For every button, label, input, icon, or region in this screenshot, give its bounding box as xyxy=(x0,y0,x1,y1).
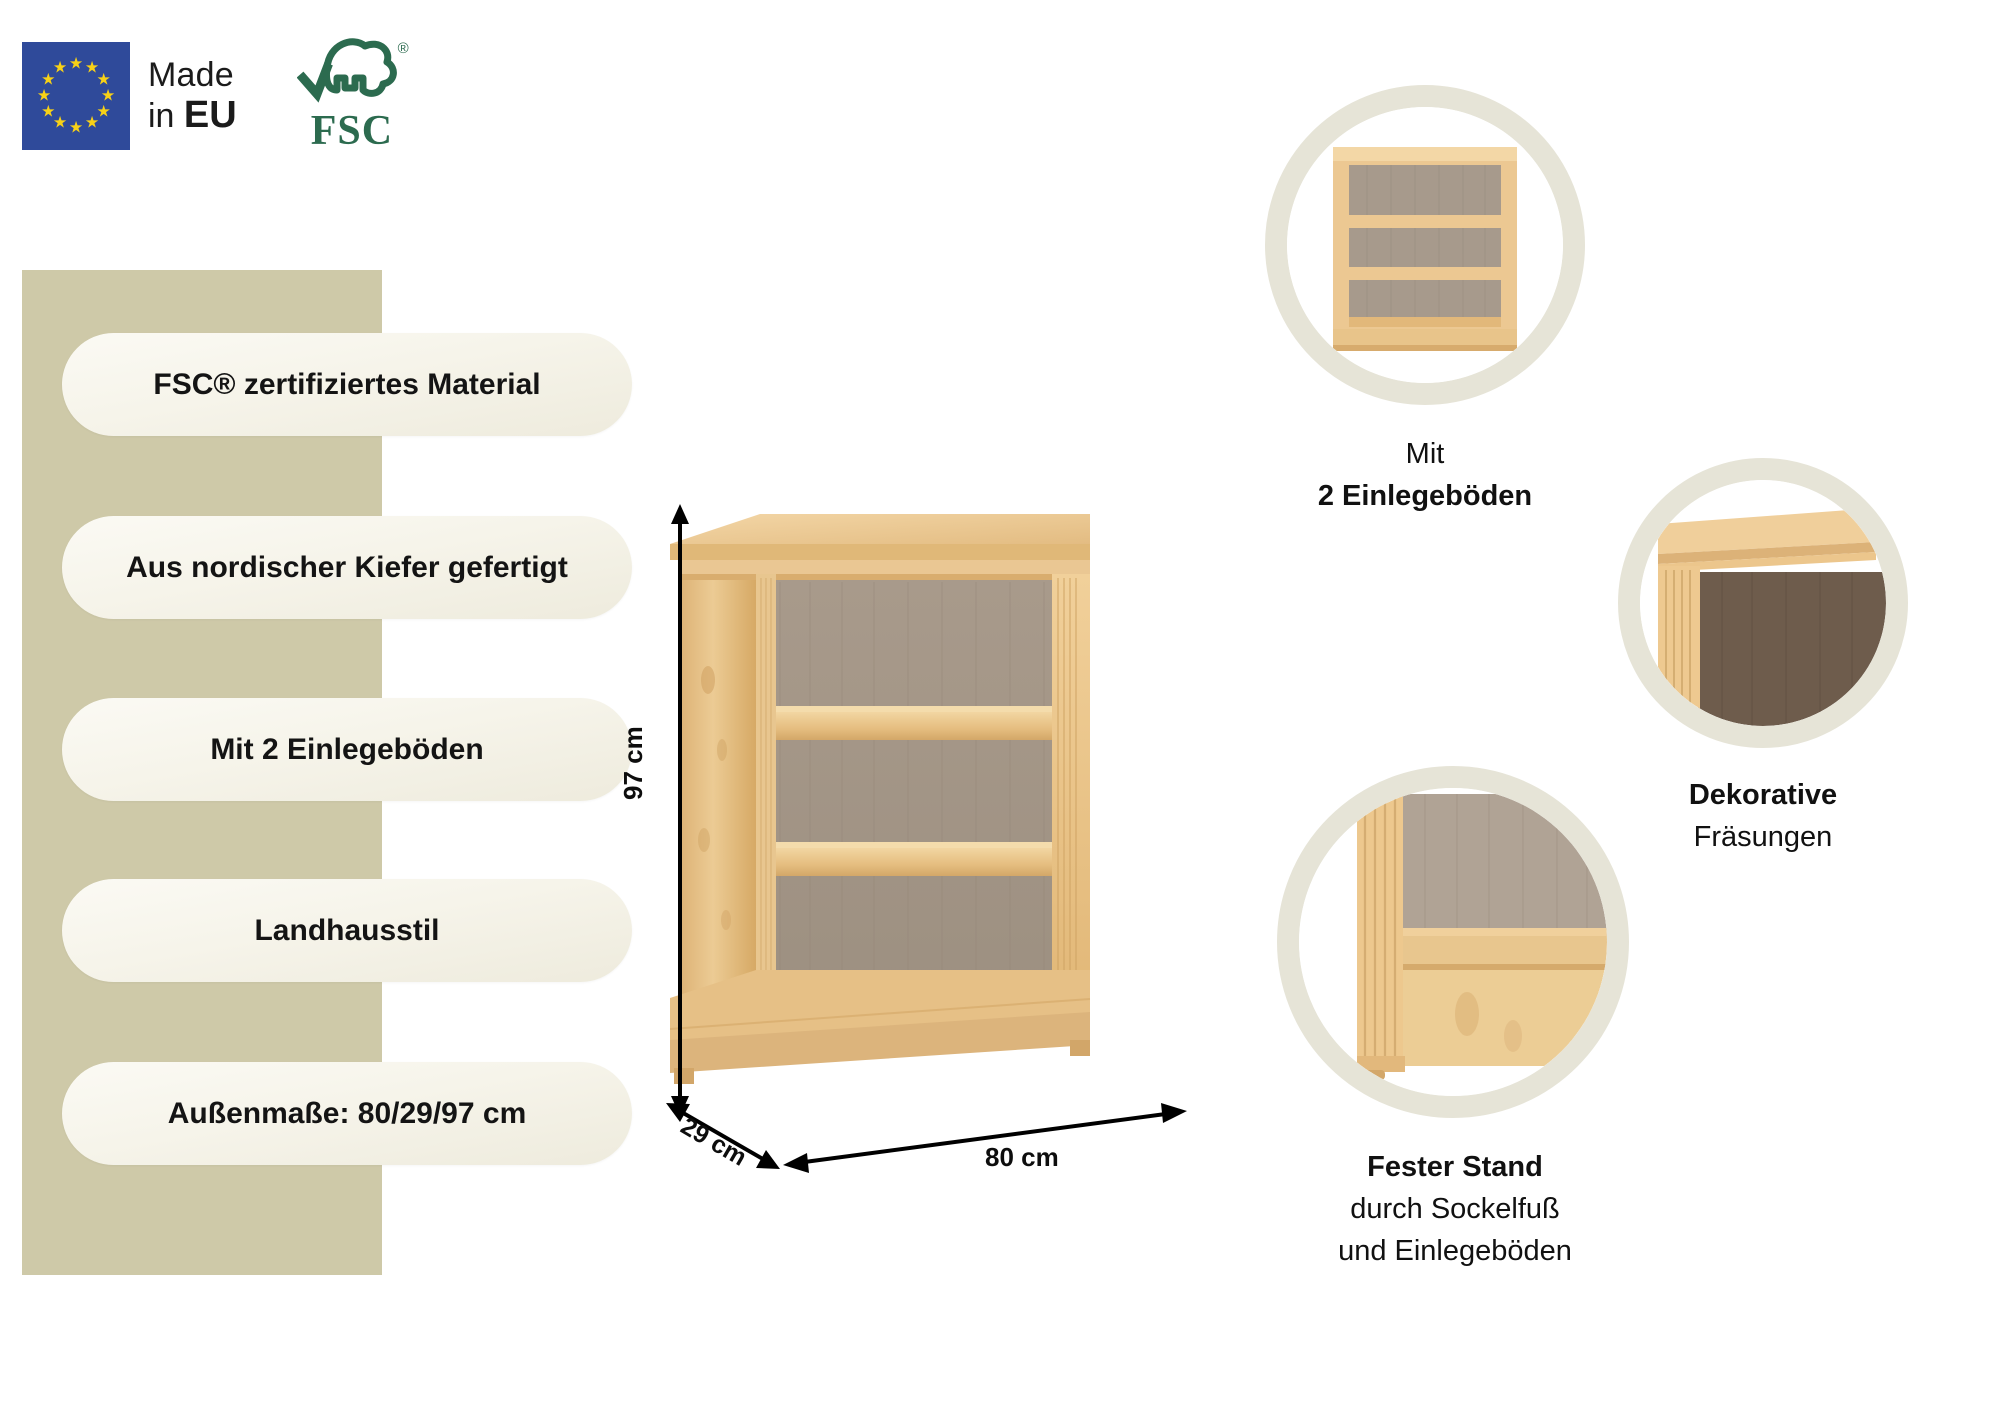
fsc-registered-mark: ® xyxy=(397,40,409,57)
callout-milling-caption: Dekorative Fräsungen xyxy=(1573,774,1953,858)
callout-stand-caption: Fester Stand durch Sockelfuß und Einlege… xyxy=(1235,1146,1675,1272)
eu-star-icon: ★ xyxy=(52,59,68,77)
callout-stand-caption-bold: Fester Stand xyxy=(1367,1151,1543,1183)
feature-pill-label: Aus nordischer Kiefer gefertigt xyxy=(126,550,568,584)
fsc-label: FSC xyxy=(310,108,394,154)
eu-star-icon: ★ xyxy=(68,119,84,136)
height-dimension-label: 97 cm xyxy=(618,726,648,800)
certification-badges: ★★★★★★★★★★★★ Made in EU ® FSC xyxy=(22,38,409,154)
callout-shelves-caption-bold: 2 Einlegeböden xyxy=(1317,480,1533,513)
feature-pill-outer-dimensions: Außenmaße: 80/29/97 cm xyxy=(62,1062,632,1165)
eu-star-icon: ★ xyxy=(41,71,56,88)
made-in-eu-label: Made in EU xyxy=(148,58,237,134)
bookcase-perspective-icon xyxy=(670,514,1090,1084)
eu-star-icon: ★ xyxy=(84,59,100,77)
height-dimension-line xyxy=(671,504,689,1116)
made-in-eu-line2-bold: EU xyxy=(183,93,237,136)
made-in-eu-line2: in EU xyxy=(148,96,237,134)
width-dimension-label: 80 cm xyxy=(985,1142,1059,1172)
eu-star-icon: ★ xyxy=(36,87,52,104)
callout-milling-caption-regular: Fräsungen xyxy=(1693,821,1833,854)
fsc-tree-checkmark-icon xyxy=(296,38,397,103)
eu-star-icon: ★ xyxy=(41,103,56,120)
eu-flag-icon: ★★★★★★★★★★★★ xyxy=(22,41,130,150)
plinth-foot-detail-icon xyxy=(1299,788,1607,1096)
fsc-badge: ® FSC xyxy=(296,38,409,154)
feature-pill-fsc-material: FSC® zertifiziertes Material xyxy=(62,333,632,436)
eu-star-icon: ★ xyxy=(84,114,100,132)
eu-star-icon: ★ xyxy=(100,87,116,104)
feature-pill-label: Außenmaße: 80/29/97 cm xyxy=(167,1096,527,1130)
eu-star-icon: ★ xyxy=(52,114,68,132)
made-in-eu-badge: ★★★★★★★★★★★★ Made in EU xyxy=(22,41,237,150)
callout-milling-caption-bold: Dekorative xyxy=(1688,779,1838,811)
feature-pill-nordic-pine: Aus nordischer Kiefer gefertigt xyxy=(62,516,632,619)
callout-stand-caption-line2: und Einlegeböden xyxy=(1338,1235,1572,1268)
feature-pill-label: FSC® zertifiziertes Material xyxy=(153,367,541,401)
feature-pill-label: Landhausstil xyxy=(254,913,440,947)
callout-stand-caption-line1: durch Sockelfuß xyxy=(1350,1193,1560,1226)
feature-pill-label: Mit 2 Einlegeböden xyxy=(210,732,484,766)
depth-dimension-line xyxy=(666,1103,780,1169)
feature-pill-country-style: Landhausstil xyxy=(62,879,632,982)
decorative-milling-detail-icon xyxy=(1640,480,1886,726)
bookcase-front-view-icon xyxy=(1287,107,1563,383)
eu-star-icon: ★ xyxy=(96,71,111,88)
callout-shelves-caption: Mit 2 Einlegeböden xyxy=(1220,433,1630,517)
feature-pill-two-shelves: Mit 2 Einlegeböden xyxy=(62,698,632,801)
made-in-eu-line1: Made xyxy=(148,55,234,94)
width-dimension-line xyxy=(783,1103,1187,1173)
eu-star-icon: ★ xyxy=(96,103,111,120)
eu-star-icon: ★ xyxy=(68,55,84,72)
made-in-eu-line2-prefix: in xyxy=(148,96,184,135)
callout-shelves-caption-regular: Mit xyxy=(1405,438,1445,470)
